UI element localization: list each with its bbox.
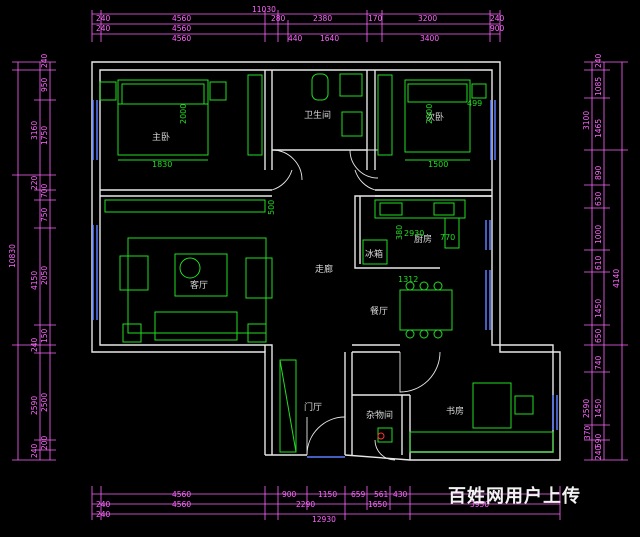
dim-bottom: 900 [282,490,297,499]
dim-bottom: 659 [351,490,366,499]
room-kitchen: 厨房 [414,233,432,245]
dim-left: 2590 [30,396,39,415]
dim-left: 950 [40,77,49,92]
room-labels: 主卧 卫生间 次卧 厨房 冰箱 客厅 走廊 餐厅 门厅 杂物间 书房 [152,109,464,421]
dim-left: 240 [40,53,49,68]
dim-left: 1750 [40,126,49,145]
dim-right-overall: 4140 [612,269,621,288]
dim-left-overall: 10830 [8,244,17,268]
doors [271,149,441,461]
dim-tv-wall: 500 [267,200,276,215]
dim-bottom: 430 [393,490,408,499]
dim-kitchen-a: 380 [395,225,404,240]
room-living: 客厅 [190,279,208,291]
dim-right: 2590 [582,399,591,418]
dim-top: 3200 [418,14,437,23]
dim-right: 610 [594,255,603,270]
dim-dining-w: 1312 [398,275,418,284]
dim-master-bed-w: 1830 [152,160,172,169]
dim-left: 700 [40,183,49,198]
dim-left: 200 [40,435,49,450]
dim-bottom: 1150 [318,490,337,499]
dim-right: 370 [583,425,592,440]
dim-top: 440 [288,34,303,43]
room-storage: 杂物间 [366,409,393,421]
dim-bottom: 3950 [470,500,489,509]
dim-top: 170 [368,14,383,23]
room-study: 书房 [446,405,464,417]
dim-top: 4560 [172,34,191,43]
dim-kitchen-w: 2930 [404,229,424,238]
dim-left: 240 [30,337,39,352]
dim-bottom: 2290 [296,500,315,509]
room-fridge: 冰箱 [365,248,383,260]
room-second-bedroom: 次卧 [426,111,444,123]
dim-left: 240 [30,443,39,458]
dim-second-bed-len: 2000 [425,104,434,124]
dim-bottom: 561 [374,490,389,499]
room-corridor: 走廊 [315,263,333,275]
dim-bottom: 4560 [172,490,191,499]
dim-left: 2050 [40,266,49,285]
dim-kitchen-b: 770 [440,233,455,242]
dim-right: 650 [594,328,603,343]
dim-top: 2380 [313,14,332,23]
red-marker-icon [377,432,385,440]
dim-second-bed-w: 1500 [428,160,448,169]
dim-top: 280 [271,14,286,23]
dim-bottom: 1650 [368,500,387,509]
dim-top: 240 [96,24,111,33]
dim-second-top: 499 [467,99,482,108]
dim-right: 1450 [594,299,603,318]
dim-right: 890 [594,165,603,180]
room-master-bedroom: 主卧 [152,131,170,143]
dim-right: 1465 [594,119,603,138]
watermark: 百姓网用户上传 [448,486,581,507]
dim-top: 1640 [320,34,339,43]
dim-right: 590 [594,433,603,448]
dim-right: 3100 [582,111,591,130]
dim-left: 2500 [40,393,49,412]
dim-right: 740 [594,355,603,370]
dim-bottom: 240 [96,510,111,519]
dim-bottom: 240 [96,500,111,509]
room-entrance: 门厅 [304,401,322,413]
dim-left: 750 [40,207,49,222]
dim-left: 4150 [30,271,39,290]
dimension-lines [12,10,628,520]
dim-right: 1000 [594,225,603,244]
dim-right: 1085 [594,77,603,96]
dim-left: 150 [40,328,49,343]
dim-left: 220 [30,175,39,190]
dim-top: 240 [490,14,505,23]
dim-top: 4560 [172,14,191,23]
room-bathroom: 卫生间 [304,109,331,121]
walls [91,61,561,461]
dim-top: 900 [490,24,505,33]
dim-right: 240 [594,53,603,68]
dim-left: 3160 [30,121,39,140]
dim-right: 240 [594,445,603,460]
room-dining: 餐厅 [370,305,388,317]
furniture-dimensions: 2000 1830 2000 1500 499 500 2930 380 770… [152,99,482,284]
dim-top: 3400 [420,34,439,43]
dim-master-bed-len: 2000 [179,104,188,124]
furniture [99,73,554,453]
windows [92,100,558,458]
dim-right: 1450 [594,399,603,418]
dim-top: 240 [96,14,111,23]
dim-right: 630 [594,191,603,206]
dim-top-overall: 11030 [252,5,276,14]
dim-top: 4560 [172,24,191,33]
dimension-texts: 11030 240 4560 280 2380 170 3200 240 240… [8,5,621,524]
dim-bottom: 12930 [312,515,336,524]
dim-bottom: 4560 [172,500,191,509]
